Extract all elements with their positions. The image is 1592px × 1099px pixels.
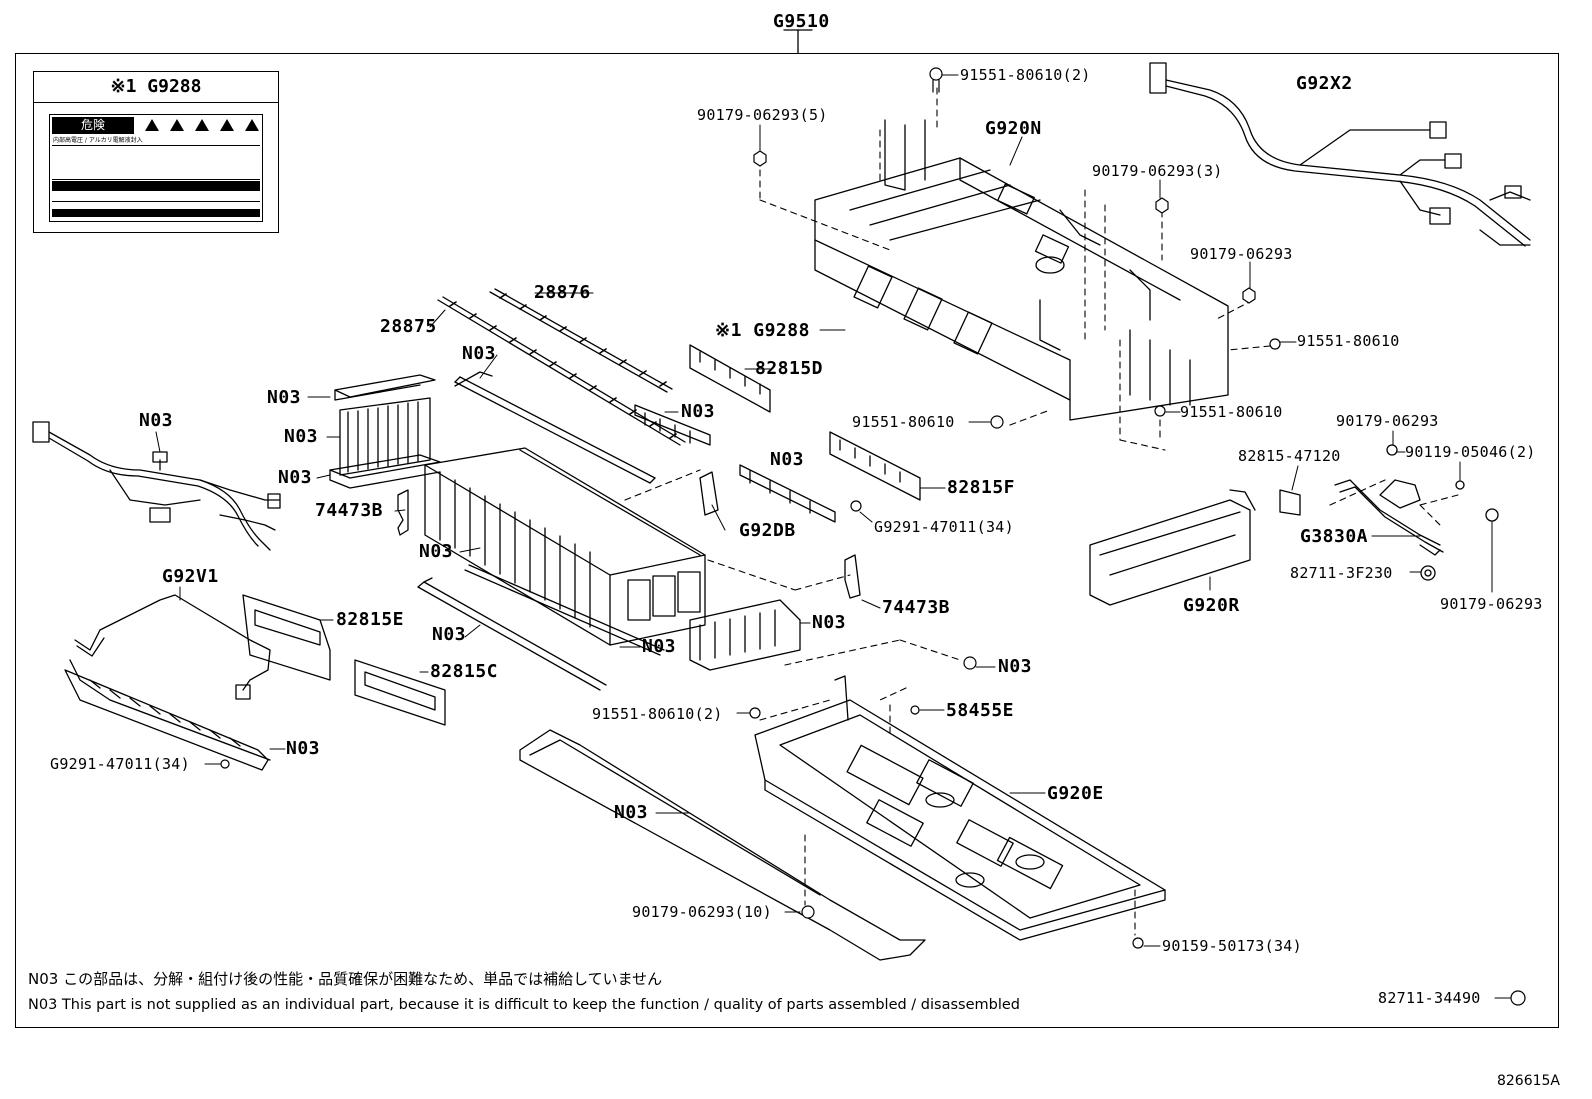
part-label: 90179-06293(10) — [632, 903, 772, 921]
busbar-clamps — [634, 404, 836, 523]
part-label: N03 — [139, 410, 174, 431]
warning-triangle-icon — [170, 119, 184, 131]
part-label: N03 — [770, 449, 805, 470]
caution-label-inset: ※1 G9288 危険 内部高電圧 / アルカリ電解液封入 — [33, 71, 279, 233]
part-label: G920N — [985, 118, 1042, 139]
part-label: 82815C — [430, 661, 499, 682]
part-label: N03 — [432, 624, 467, 645]
part-label: N03 — [681, 401, 716, 422]
caution-sticker: 危険 内部高電圧 / アルカリ電解液封入 — [49, 114, 263, 222]
callout-leaders — [155, 74, 1511, 999]
warning-triangle-icon — [220, 119, 234, 131]
part-label: G9291-47011(34) — [50, 755, 190, 773]
diagram-frame — [15, 53, 1559, 1028]
part-label: G92DB — [739, 520, 796, 541]
sensor-harness-g92v1 — [64, 594, 271, 771]
part-label: 58455E — [946, 700, 1015, 721]
danger-badge: 危険 — [52, 117, 134, 134]
bracket-g920r — [1089, 489, 1301, 606]
lower-tray-g920e — [754, 675, 1166, 941]
sticker-text: 内部高電圧 / アルカリ電解液封入 — [53, 137, 143, 144]
upper-tray-g920n — [814, 119, 1229, 421]
part-label: 28875 — [380, 316, 437, 337]
part-label: 82815E — [336, 609, 405, 630]
sticker-band — [52, 209, 260, 217]
part-label: G920E — [1047, 783, 1104, 804]
assembly-label: G9510 — [773, 11, 830, 32]
part-label: N03 — [614, 802, 649, 823]
part-label: G9291-47011(34) — [874, 518, 1014, 536]
warning-triangle-icon — [195, 119, 209, 131]
left-harness — [32, 421, 281, 551]
sticker-rule — [52, 179, 260, 180]
sticker-rule — [52, 145, 260, 146]
part-label: N03 — [278, 467, 313, 488]
sticker-rule — [52, 201, 260, 202]
part-label: 82815F — [947, 477, 1016, 498]
fasteners — [220, 67, 1526, 1006]
side-rail — [519, 729, 926, 961]
part-label: N03 — [998, 656, 1033, 677]
part-label: 82711-3F230 — [1290, 564, 1393, 582]
part-label: 90179-06293 — [1190, 245, 1293, 263]
part-label: N03 — [267, 387, 302, 408]
part-label: 91551-80610(2) — [960, 66, 1091, 84]
rods — [417, 371, 665, 691]
busbar-plates — [242, 344, 921, 726]
part-label: 90179-06293(5) — [697, 106, 828, 124]
warning-triangle-icon — [145, 119, 159, 131]
warning-triangle-icon — [245, 119, 259, 131]
part-label: N03 — [419, 541, 454, 562]
part-label: 91551-80610 — [852, 413, 955, 431]
part-label: 74473B — [315, 500, 384, 521]
part-label: 90179-06293(3) — [1092, 162, 1223, 180]
end-bracket-right — [689, 599, 801, 671]
part-label: 91551-80610 — [1297, 332, 1400, 350]
inset-divider — [34, 102, 278, 103]
wire-harness-g92x2 — [1149, 62, 1531, 247]
small-brackets — [397, 471, 861, 599]
part-label: G3830A — [1300, 526, 1369, 547]
harness-g3830a — [1334, 444, 1499, 581]
part-label: 90179-06293 — [1336, 412, 1439, 430]
part-label: G92V1 — [162, 566, 219, 587]
part-label: G920R — [1183, 595, 1240, 616]
part-label: 90179-06293 — [1440, 595, 1543, 613]
part-label: ※1 G9288 — [715, 320, 810, 341]
part-label: N03 — [812, 612, 847, 633]
footnote-en: N03 This part is not supplied as an indi… — [28, 997, 1020, 1013]
figure-code: 826615A — [1496, 1073, 1560, 1089]
part-label: N03 — [642, 636, 677, 657]
part-label: N03 — [462, 343, 497, 364]
part-label: 82815-47120 — [1238, 447, 1341, 465]
part-label: 74473B — [882, 597, 951, 618]
part-label: 28876 — [534, 282, 591, 303]
part-label: 82815D — [755, 358, 824, 379]
sticker-band — [52, 181, 260, 191]
cell-stack — [424, 447, 706, 646]
part-label: N03 — [284, 426, 319, 447]
part-label: 90159-50173(34) — [1162, 937, 1302, 955]
footnote-jp: N03 この部品は、分解・組付け後の性能・品質確保が困難なため、単品では補給して… — [28, 970, 663, 988]
part-label: N03 — [286, 738, 321, 759]
inset-title: ※1 G9288 — [110, 76, 202, 97]
part-label: 82711-34490 — [1378, 989, 1481, 1007]
part-label: 91551-80610(2) — [592, 705, 723, 723]
part-label: 90119-05046(2) — [1405, 443, 1536, 461]
part-label: 91551-80610 — [1180, 403, 1283, 421]
part-label: G92X2 — [1296, 73, 1353, 94]
